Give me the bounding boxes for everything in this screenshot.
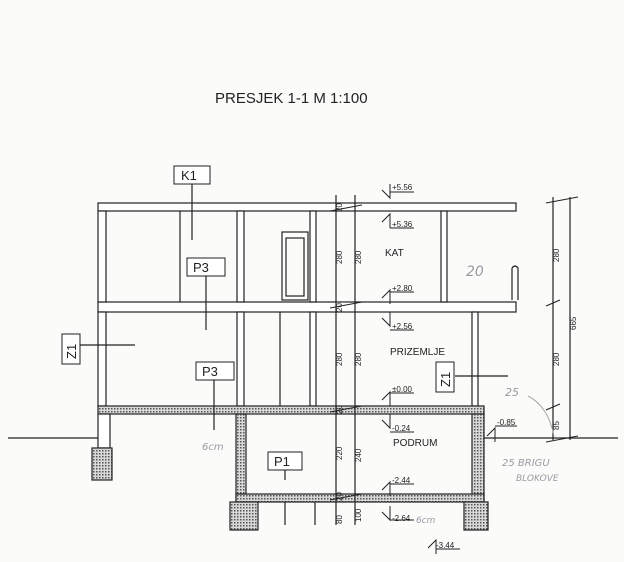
tag-z1-right-box	[435, 361, 455, 393]
wall	[97, 210, 107, 303]
dim-label: 20	[335, 405, 344, 414]
floor-slab-1	[97, 301, 517, 313]
footing	[463, 501, 489, 531]
room-label-kat: KAT	[385, 248, 404, 259]
wall	[309, 210, 317, 303]
elevation-label: -0.85	[497, 418, 516, 427]
wall	[440, 210, 448, 303]
dim-label: 280	[335, 352, 344, 366]
elevation-label: -2.64	[392, 514, 411, 523]
handwritten-note: 20	[466, 264, 484, 280]
tag-p3-ground: P3	[202, 364, 218, 379]
basement-slab	[235, 493, 485, 503]
tag-p3-ground-box	[195, 361, 235, 381]
footing	[229, 501, 259, 531]
wall	[471, 311, 479, 407]
handwritten-note: 25 BRIGU	[502, 458, 550, 469]
tag-p1-box	[267, 451, 303, 471]
handwritten-note: 25	[505, 386, 519, 399]
dim-label: 20	[335, 303, 344, 312]
dim-label: 280	[354, 352, 363, 366]
wall	[309, 311, 317, 407]
wall	[236, 210, 245, 303]
dim-label: 280	[552, 248, 561, 262]
wall	[97, 311, 107, 407]
basement-wall-right	[471, 413, 485, 503]
elevation-label: -2.44	[392, 476, 411, 485]
dim-label: 280	[335, 250, 344, 264]
tag-z1-left-box	[61, 333, 81, 365]
dim-label: 20	[335, 203, 344, 212]
elevation-label: +2.56	[392, 322, 413, 331]
foundation-wall-left	[97, 413, 111, 449]
footing-left	[91, 447, 113, 481]
elevation-label: +5.56	[392, 183, 413, 192]
elevation-label: -3.44	[436, 541, 455, 550]
tag-p3-top-box	[186, 257, 226, 277]
dim-label: 240	[354, 448, 363, 462]
dim-label-total: 665	[569, 316, 578, 330]
elevation-label: +2.80	[392, 284, 413, 293]
wall	[236, 311, 245, 407]
dim-label: 20	[335, 492, 344, 501]
room-label-prizemlje: PRIZEMLJE	[390, 347, 445, 358]
tag-p3-top: P3	[193, 260, 209, 275]
basement-wall-left	[235, 413, 247, 503]
drawing-title: PRESJEK 1-1 M 1:100	[215, 90, 368, 107]
handwritten-note: BLOKOVE	[516, 474, 559, 484]
tag-z1-left: Z1	[64, 344, 79, 359]
window	[281, 231, 309, 301]
roof-slab	[97, 202, 517, 212]
dim-label: 80	[335, 515, 344, 524]
dim-label: 220	[335, 446, 344, 460]
tag-p1: P1	[274, 454, 290, 469]
tag-z1-right: Z1	[438, 372, 453, 387]
dim-label: 280	[354, 250, 363, 264]
dim-label: 280	[552, 352, 561, 366]
elevation-label: ±0.00	[392, 385, 413, 394]
handwritten-note: 6cm	[416, 516, 436, 526]
dim-label: 85	[552, 421, 561, 430]
ground-slab	[97, 405, 485, 415]
handwritten-arrow	[527, 395, 555, 437]
tag-k1-box	[173, 165, 211, 185]
dim-label: 100	[354, 508, 363, 522]
tag-k1: K1	[181, 168, 197, 183]
handwritten-note: 6cm	[202, 442, 224, 453]
elevation-label: +5.36	[392, 220, 413, 229]
elevation-label: -0.24	[392, 424, 411, 433]
room-label-podrum: PODRUM	[393, 438, 437, 449]
structure	[8, 184, 618, 554]
